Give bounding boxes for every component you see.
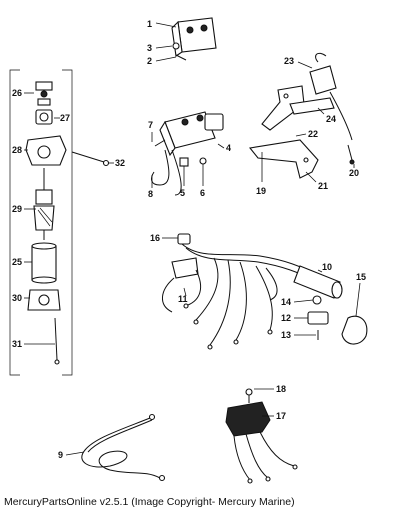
callout-26: 26	[12, 88, 22, 98]
callout-15: 15	[356, 272, 366, 282]
cable-group	[81, 413, 166, 482]
callout-6: 6	[200, 188, 205, 198]
callout-23: 23	[284, 56, 294, 66]
callout-30: 30	[12, 293, 22, 303]
callout-27: 27	[60, 113, 70, 123]
starter-solenoid-group	[151, 111, 224, 196]
callout-14: 14	[281, 297, 291, 307]
callout-13: 13	[281, 330, 291, 340]
callout-9: 9	[58, 450, 63, 460]
image-caption: MercuryPartsOnline v2.5.1 (Image Copyrig…	[4, 496, 295, 508]
callouts: 1 2 3 4 5 6 7 8 9 10 11 12 13 14 15 16 1	[12, 19, 366, 460]
callout-18: 18	[276, 384, 286, 394]
callout-19: 19	[256, 186, 266, 196]
mounting-bracket-group	[248, 52, 355, 179]
callout-8: 8	[148, 189, 153, 199]
callout-1: 1	[147, 19, 152, 29]
callout-5: 5	[180, 188, 185, 198]
callout-17: 17	[276, 411, 286, 421]
callout-21: 21	[318, 181, 328, 191]
solenoid-group	[171, 17, 217, 61]
callout-20: 20	[349, 168, 359, 178]
callout-2: 2	[147, 56, 152, 66]
callout-3: 3	[147, 43, 152, 53]
callout-29: 29	[12, 204, 22, 214]
callout-24: 24	[326, 114, 336, 124]
callout-10: 10	[322, 262, 332, 272]
callout-11: 11	[178, 294, 188, 304]
callout-31: 31	[12, 339, 22, 349]
callout-16: 16	[150, 233, 160, 243]
callout-22: 22	[308, 129, 318, 139]
callout-4: 4	[226, 143, 231, 153]
starter-motor-group	[9, 69, 110, 376]
callout-7: 7	[148, 120, 153, 130]
callout-25: 25	[12, 257, 22, 267]
wiring-harness-group	[162, 233, 368, 350]
callout-28: 28	[12, 145, 22, 155]
switch-group	[225, 388, 298, 484]
callout-32: 32	[115, 158, 125, 168]
callout-12: 12	[281, 313, 291, 323]
